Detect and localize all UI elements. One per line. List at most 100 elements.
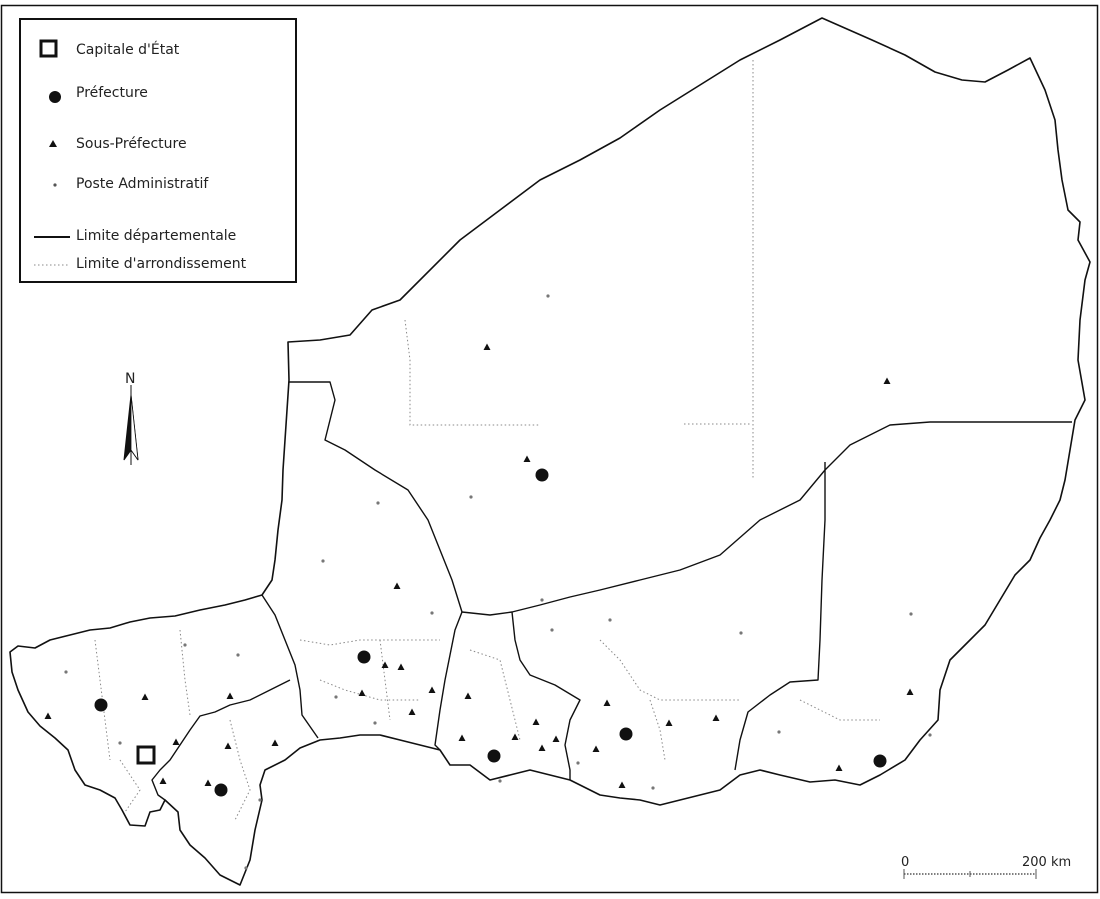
sous-prefecture-marker	[204, 779, 212, 786]
sous-prefecture-marker	[603, 699, 611, 706]
arr-line-10	[599, 639, 740, 701]
poste-administratif-marker	[651, 786, 655, 790]
legend: Capitale d'État Préfecture Sous-Préfectu…	[19, 18, 297, 283]
poste-administratif-marker	[321, 559, 325, 563]
sous-prefecture-marker	[393, 582, 401, 589]
legend-capital-symbol	[39, 39, 58, 58]
legend-box	[19, 18, 297, 283]
sous-prefecture-marker	[141, 693, 149, 700]
capital-marker	[136, 745, 156, 765]
sous-prefecture-marker	[428, 686, 436, 693]
poste-administratif-marker	[546, 294, 550, 298]
arrondissement-boundaries	[94, 60, 880, 821]
sous-prefecture-marker	[511, 733, 519, 740]
poste-administratif-marker	[909, 612, 913, 616]
poste-administratif-layer	[64, 294, 932, 870]
dept-line-southwest	[151, 679, 291, 801]
arr-line-14	[119, 759, 141, 813]
poste-administratif-marker	[498, 779, 502, 783]
sous-prefecture-marker	[226, 692, 234, 699]
sous-prefecture-marker	[44, 712, 52, 719]
sous-prefecture-marker	[532, 718, 540, 725]
prefecture-marker	[214, 783, 228, 797]
legend-poste-symbol	[53, 183, 57, 187]
poste-administratif-marker	[576, 761, 580, 765]
dept-line-central	[434, 611, 463, 751]
sous-prefecture-marker	[665, 719, 673, 726]
sous-prefecture-marker	[552, 735, 560, 742]
scale-end-label: 200 km	[1022, 855, 1071, 870]
arr-line-5	[179, 629, 191, 716]
dept-line-north	[289, 381, 1072, 616]
poste-administratif-marker	[469, 495, 473, 499]
sous-prefecture-marker	[618, 781, 626, 788]
sous-prefecture-marker	[458, 734, 466, 741]
capital-layer	[136, 745, 156, 765]
poste-administratif-marker	[244, 866, 248, 870]
sous-prefecture-marker	[483, 343, 491, 350]
poste-administratif-marker	[928, 733, 932, 737]
poste-administratif-marker	[608, 618, 612, 622]
arr-line-13	[229, 719, 251, 821]
prefecture-marker	[873, 754, 887, 768]
poste-administratif-marker	[550, 628, 554, 632]
sous-prefecture-marker	[172, 738, 180, 745]
poste-administratif-marker	[540, 598, 544, 602]
prefecture-marker	[357, 650, 371, 664]
legend-label-subprefecture: Sous-Préfecture	[76, 136, 187, 152]
dept-line-west	[261, 594, 319, 739]
poste-administratif-marker	[236, 653, 240, 657]
sous-prefecture-marker	[592, 745, 600, 752]
prefecture-layer	[94, 468, 887, 797]
sous-prefecture-marker	[464, 692, 472, 699]
north-arrow-label: N	[125, 371, 135, 387]
north-arrow-half	[130, 394, 139, 461]
sous-prefecture-marker	[381, 661, 389, 668]
poste-administratif-marker	[373, 721, 377, 725]
sous-prefecture-marker	[408, 708, 416, 715]
departmental-boundaries	[151, 381, 1072, 801]
scale-bar: 0 200 km	[901, 855, 1071, 879]
sous-prefecture-marker	[883, 377, 891, 384]
north-arrow: N	[123, 371, 139, 465]
poste-administratif-marker	[183, 643, 187, 647]
poste-administratif-marker	[64, 670, 68, 674]
poste-administratif-marker	[334, 695, 338, 699]
sous-prefecture-marker	[538, 744, 546, 751]
poste-administratif-marker	[739, 631, 743, 635]
sous-prefecture-marker	[159, 777, 167, 784]
dept-line-east	[734, 462, 826, 771]
sous-prefecture-marker	[835, 764, 843, 771]
sous-prefecture-marker	[224, 742, 232, 749]
prefecture-marker	[487, 749, 501, 763]
poste-administratif-marker	[258, 798, 262, 802]
legend-label-capital: Capitale d'État	[76, 41, 180, 58]
legend-prefecture-symbol	[49, 91, 61, 103]
legend-label-poste: Poste Administratif	[76, 176, 209, 192]
sous-prefecture-marker	[358, 689, 366, 696]
sous-prefecture-marker	[271, 739, 279, 746]
sous-prefecture-marker	[523, 455, 531, 462]
poste-administratif-marker	[118, 741, 122, 745]
poste-administratif-marker	[430, 611, 434, 615]
sous-prefecture-marker	[906, 688, 914, 695]
dept-line-maradi	[511, 611, 581, 780]
legend-label-dept-limit: Limite départementale	[76, 228, 236, 244]
legend-label-arr-limit: Limite d'arrondissement	[76, 256, 247, 272]
scale-start-label: 0	[901, 855, 909, 870]
sous-prefecture-layer	[44, 343, 914, 788]
arr-line-9	[469, 649, 521, 741]
arr-line-12	[799, 699, 880, 721]
prefecture-marker	[94, 698, 108, 712]
arr-line-8	[379, 639, 391, 721]
legend-label-prefecture: Préfecture	[76, 85, 148, 101]
prefecture-marker	[535, 468, 549, 482]
poste-administratif-marker	[777, 730, 781, 734]
arr-line-2	[404, 319, 540, 426]
sous-prefecture-marker	[712, 714, 720, 721]
legend-subprefecture-symbol	[49, 140, 57, 147]
sous-prefecture-marker	[397, 663, 405, 670]
prefecture-marker	[619, 727, 633, 741]
